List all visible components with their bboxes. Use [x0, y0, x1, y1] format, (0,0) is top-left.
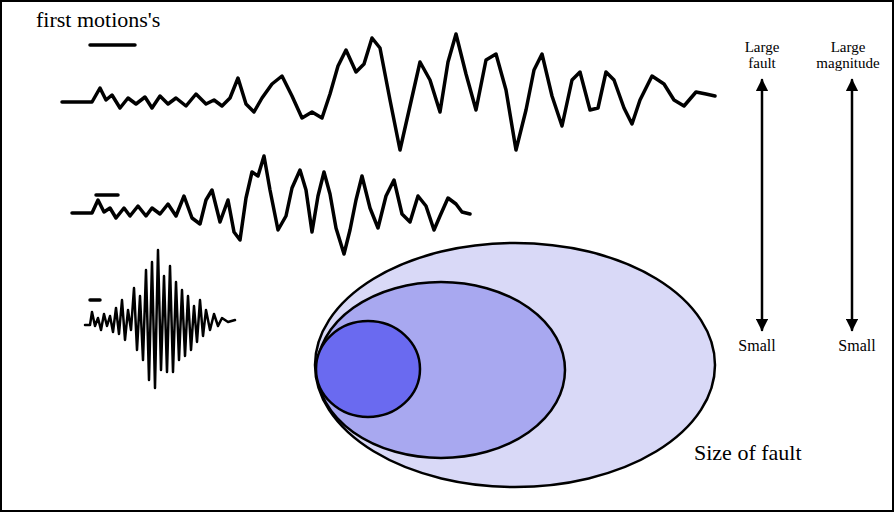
scale-arrow — [761, 80, 764, 330]
fault-small — [316, 321, 420, 417]
scale-label: Large fault — [733, 40, 791, 72]
seismogram-small — [85, 250, 235, 388]
first-motion-bar — [90, 298, 100, 302]
fault-large — [315, 243, 715, 487]
scale-label: Large magnitude — [808, 40, 888, 72]
seismogram-large — [62, 34, 715, 150]
scale-label: Small — [838, 338, 875, 355]
scale-arrow — [851, 80, 854, 330]
heading-label: first motions's — [36, 8, 160, 31]
first-motion-bar — [90, 43, 135, 47]
first-motion-bar — [96, 193, 118, 197]
scale-label: Small — [738, 338, 775, 355]
seismogram-medium — [72, 156, 470, 254]
fault-medium — [317, 282, 565, 458]
axis-label: Size of fault — [694, 441, 802, 464]
